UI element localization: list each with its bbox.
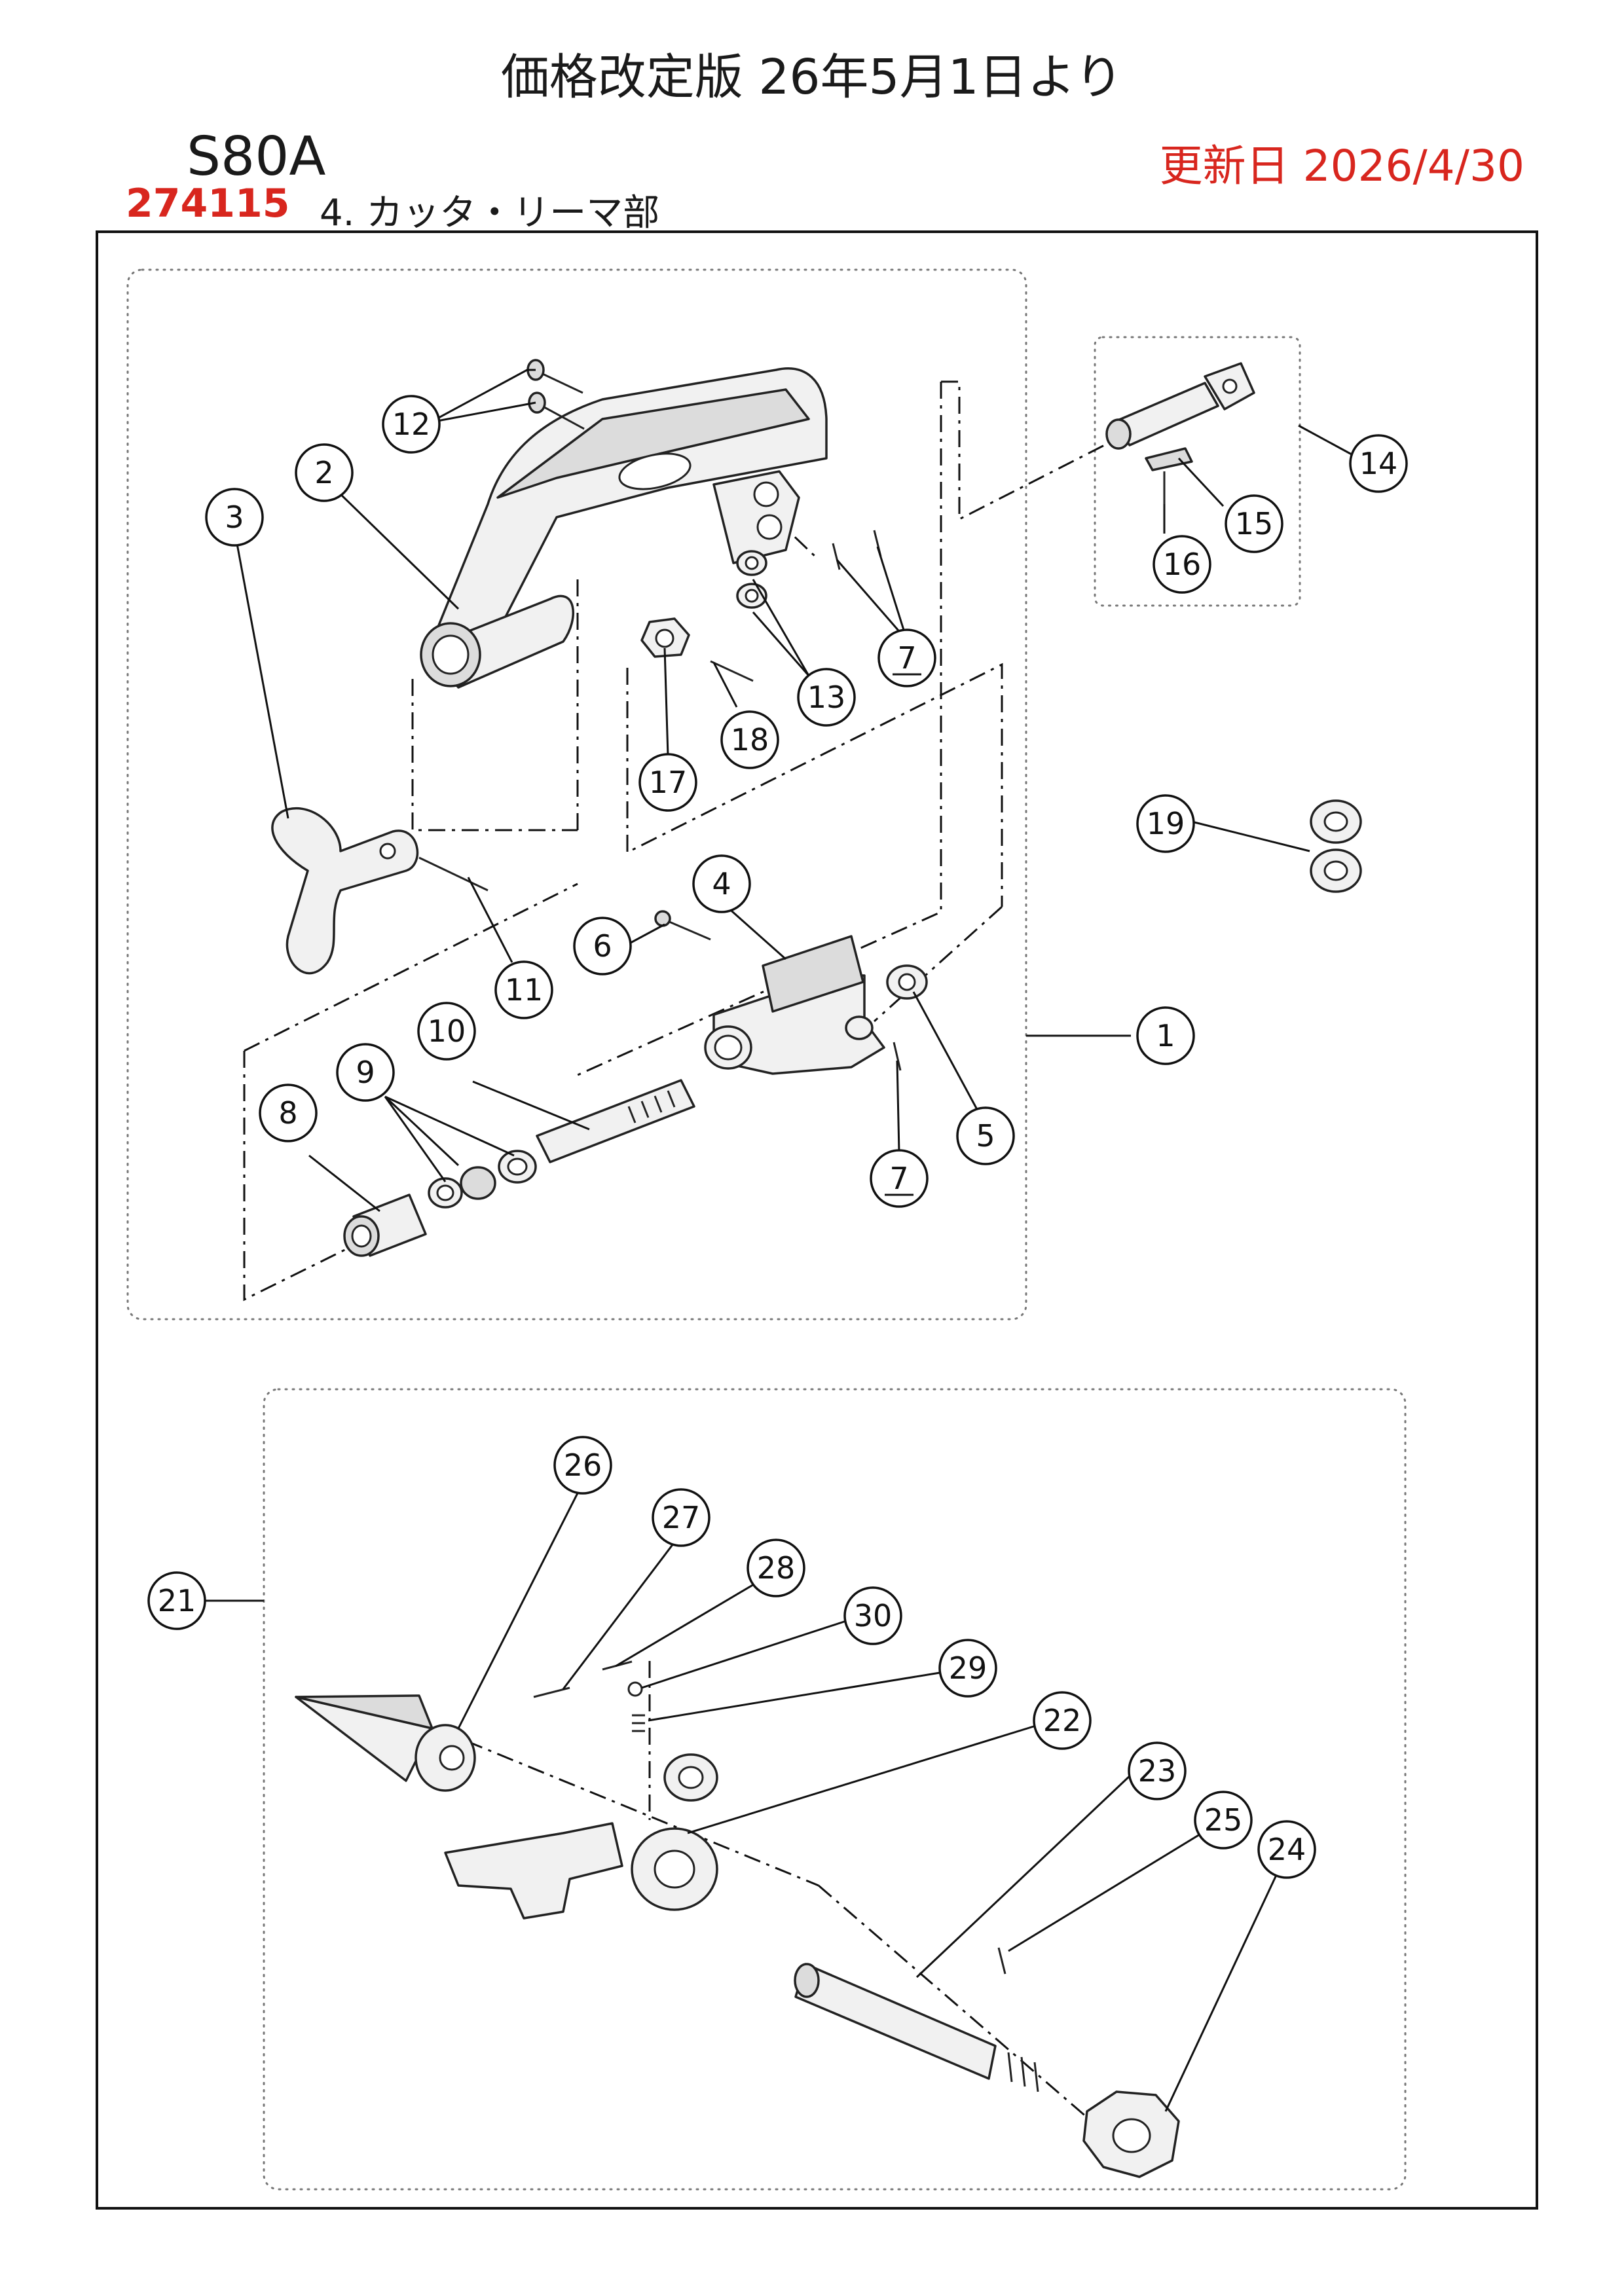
callout-2: 2: [295, 443, 354, 502]
cutter-26: [295, 1694, 476, 1792]
callout-30: 30: [843, 1586, 902, 1645]
t-handle-3: [271, 807, 489, 975]
cutter-assembly-group-box: [263, 1388, 1407, 2191]
leader-lines: [204, 369, 1359, 2112]
nut-17-pin-18: [640, 617, 754, 682]
svg-text:3: 3: [225, 500, 244, 535]
svg-text:8: 8: [278, 1095, 297, 1131]
callout-22: 22: [1033, 1691, 1092, 1750]
callout-5: 5: [956, 1106, 1015, 1165]
svg-text:15: 15: [1235, 506, 1274, 541]
price-revision-banner: 価格改定版 26年5月1日より: [500, 49, 1124, 105]
model-name: S80A: [187, 126, 326, 188]
rollers-19: [1310, 799, 1362, 893]
svg-text:10: 10: [428, 1013, 466, 1049]
updated-date: 更新日 2026/4/30: [1159, 141, 1524, 191]
svg-text:18: 18: [731, 722, 769, 757]
section-title: 4. カッタ・リーマ部: [320, 192, 660, 234]
callout-1: 1: [1136, 1006, 1195, 1065]
svg-text:24: 24: [1268, 1832, 1306, 1867]
svg-text:11: 11: [505, 972, 544, 1008]
callout-27: 27: [652, 1488, 710, 1547]
callout-18: 18: [720, 710, 779, 769]
shaft-10: [343, 1079, 695, 1257]
svg-text:28: 28: [757, 1550, 796, 1586]
svg-text:1: 1: [1156, 1018, 1175, 1053]
callout-8: 8: [259, 1084, 318, 1142]
svg-text:16: 16: [1163, 547, 1202, 582]
body-4: [654, 910, 928, 1075]
callout-4: 4: [692, 854, 751, 913]
svg-text:29: 29: [949, 1650, 987, 1686]
svg-text:26: 26: [564, 1448, 602, 1483]
callout-28: 28: [747, 1539, 805, 1597]
small-parts-27-30: [533, 1660, 645, 1732]
callout-17: 17: [638, 753, 697, 812]
shaft-23: [794, 1947, 1180, 2178]
svg-text:5: 5: [976, 1118, 995, 1154]
svg-text:9: 9: [356, 1055, 375, 1090]
callout-26: 26: [553, 1436, 612, 1495]
upper-assembly-group-box: [126, 268, 1027, 1321]
svg-text:12: 12: [392, 407, 431, 442]
svg-text:4: 4: [712, 866, 731, 902]
callout-7-lower: 7: [870, 1149, 929, 1208]
callout-21: 21: [147, 1571, 206, 1630]
callout-23: 23: [1128, 1741, 1187, 1800]
svg-text:17: 17: [649, 765, 688, 800]
svg-text:21: 21: [158, 1583, 196, 1618]
callout-7-upper: 7: [877, 629, 936, 687]
callout-13: 13: [797, 668, 856, 727]
svg-text:23: 23: [1138, 1753, 1177, 1789]
bushings-13: [736, 550, 767, 609]
callout-24: 24: [1257, 1820, 1316, 1879]
svg-text:27: 27: [662, 1500, 701, 1535]
handle-subassembly-group-box: [1094, 336, 1301, 607]
handle-lever-14: [1105, 362, 1255, 504]
svg-text:14: 14: [1359, 446, 1398, 481]
svg-text:2: 2: [314, 455, 333, 490]
svg-text:25: 25: [1204, 1802, 1243, 1838]
svg-text:7: 7: [897, 640, 916, 676]
svg-text:19: 19: [1147, 806, 1185, 841]
screws-12: [526, 359, 585, 430]
diagram-frame: [96, 230, 1538, 2210]
callout-19: 19: [1136, 794, 1195, 853]
handle-part: [420, 367, 828, 689]
callout-9: 9: [336, 1043, 395, 1102]
callout-10: 10: [417, 1002, 476, 1061]
callout-14: 14: [1349, 434, 1408, 493]
callout-6: 6: [573, 917, 632, 975]
svg-text:30: 30: [854, 1598, 893, 1633]
callout-25: 25: [1194, 1791, 1253, 1850]
callout-3: 3: [205, 488, 264, 547]
part-number: 274115: [126, 181, 290, 227]
callout-15: 15: [1225, 494, 1283, 553]
callout-12: 12: [382, 395, 441, 454]
callout-11: 11: [494, 960, 553, 1019]
svg-text:22: 22: [1043, 1703, 1082, 1738]
callout-29: 29: [938, 1639, 997, 1698]
callout-16: 16: [1153, 535, 1211, 594]
svg-text:13: 13: [807, 680, 846, 715]
svg-text:6: 6: [593, 928, 612, 964]
holder-22: [444, 1753, 718, 1920]
svg-text:7: 7: [889, 1161, 908, 1196]
assembly-lines: [243, 380, 1120, 2136]
